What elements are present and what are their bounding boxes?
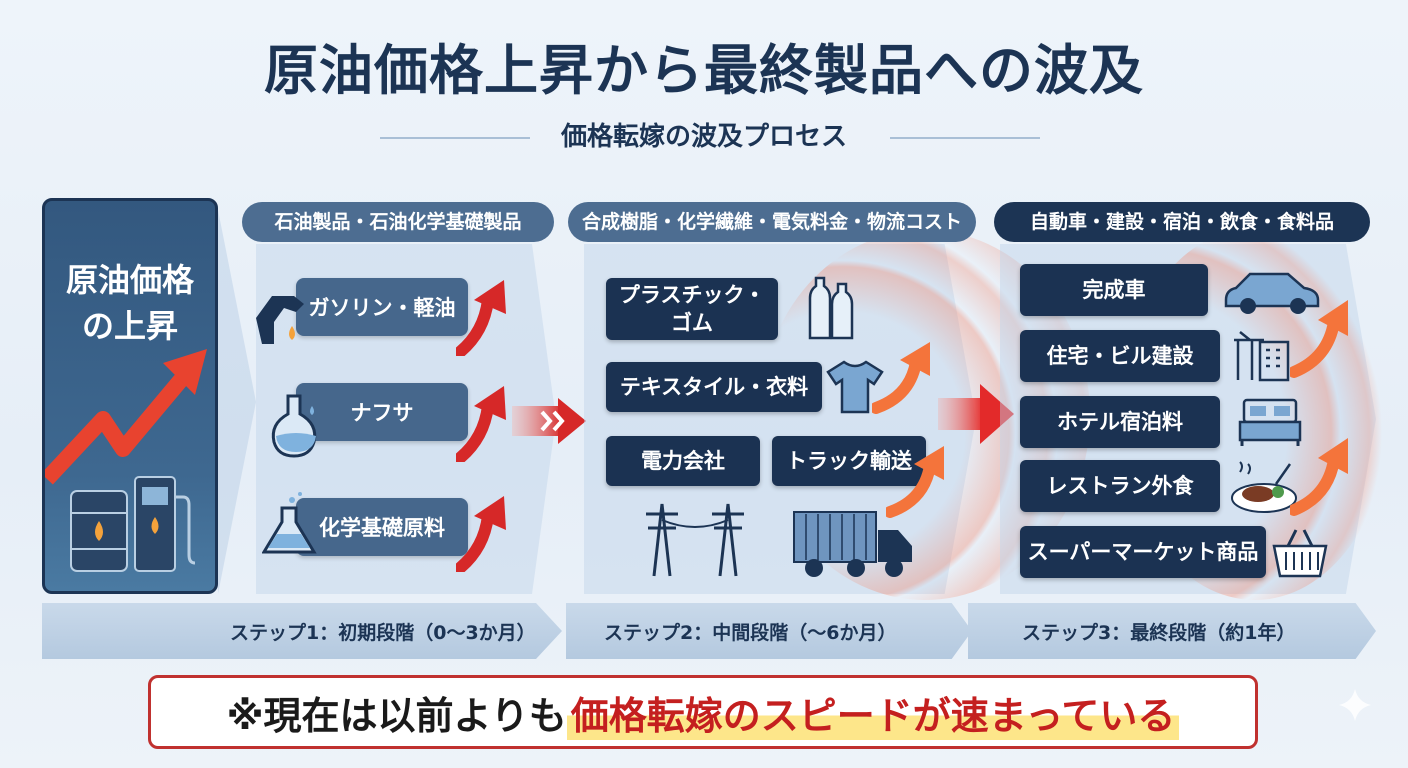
step3-label: ステップ3：最終段階（約1年）: [1022, 622, 1296, 644]
building-icon: [1234, 331, 1290, 382]
sparkle-icon: [1339, 689, 1371, 721]
connector-arrow-2: [938, 384, 1014, 444]
truck-icon: [793, 511, 912, 577]
basket-icon: [1272, 529, 1328, 578]
oil-barrel-icon: [70, 490, 128, 572]
page-subtitle: 価格転嫁の波及プロセス: [560, 122, 847, 152]
bottles-icon: [808, 276, 854, 340]
stage2-item-truck: トラック輸送: [772, 436, 926, 486]
banner-prefix: ※現在は以前よりも: [226, 693, 567, 738]
stage1-up-arrow-1: [456, 280, 506, 356]
stage2-category: 合成樹脂・化学繊維・電気料金・物流コスト: [568, 202, 976, 242]
bed-icon: [1238, 398, 1302, 446]
stage2-item-power: 電力会社: [606, 436, 760, 486]
car-icon: [1224, 272, 1320, 314]
flask-icon: [271, 394, 317, 458]
stage2-up-arrow-2: [886, 446, 944, 518]
stage1-item-naphtha: ナフサ: [296, 383, 468, 441]
dish-icon: [1231, 461, 1297, 513]
origin-illustration: [45, 349, 207, 572]
step3-bar: [968, 603, 1376, 659]
connector-arrow-1: [512, 398, 586, 444]
origin-title: 原油価格 の上昇: [45, 257, 215, 349]
origin-title-line1: 原油価格: [65, 261, 194, 299]
trend-up-arrow-icon: [45, 349, 207, 485]
stage2-item-plastic: プラスチック・ ゴム: [606, 278, 778, 340]
stage3-up-arrow-1: [1290, 300, 1348, 378]
conclusion-banner: ※現在は以前よりも 価格転嫁のスピードが速まっている: [148, 675, 1258, 749]
fuel-pump-icon: [134, 476, 196, 572]
subtitle-rule-right: [890, 137, 1040, 139]
stage3-item-building: 住宅・ビル建設: [1020, 330, 1220, 382]
stage3-item-hotel: ホテル宿泊料: [1020, 396, 1220, 448]
stage2-up-arrow-1: [872, 342, 930, 414]
stage2-item-plastic-line2: ゴム: [671, 311, 713, 335]
stage3-item-restaurant: レストラン外食: [1020, 460, 1220, 512]
stage3-item-car: 完成車: [1020, 264, 1208, 316]
lab-flask-icon: [262, 492, 317, 554]
stage1-item-gasoline: ガソリン・軽油: [296, 278, 468, 336]
stage1-up-arrow-2: [456, 386, 506, 462]
origin-title-line2: の上昇: [81, 307, 178, 345]
stage1-category: 石油製品・石油化学基礎製品: [242, 202, 554, 242]
origin-box: 原油価格 の上昇: [42, 198, 218, 594]
page-title: 原油価格上昇から最終製品への波及: [264, 39, 1144, 102]
power-pylon-icon: [646, 503, 744, 577]
tshirt-icon: [826, 360, 884, 414]
step1-label: ステップ1：初期段階（0〜3か月）: [230, 622, 536, 644]
stage3-up-arrow-2: [1290, 438, 1348, 516]
stage1-item-chemical: 化学基礎原料: [296, 498, 468, 556]
step2-label: ステップ2：中間段階（〜6か月）: [604, 622, 897, 644]
subtitle-rule-left: [380, 137, 530, 139]
stage2-item-textile: テキスタイル・衣料: [606, 362, 822, 412]
step1-bar: [42, 603, 562, 659]
step2-bar: [566, 603, 972, 659]
banner-highlight: 価格転嫁のスピードが速まっている: [566, 684, 1180, 740]
gas-nozzle-icon: [256, 296, 304, 344]
origin-chevron: [218, 210, 256, 594]
stage3-category: 自動車・建設・宿泊・飲食・食料品: [994, 202, 1370, 242]
stage2-item-plastic-line1: プラスチック・: [618, 283, 766, 307]
stage1-up-arrow-3: [456, 496, 506, 572]
stage3-item-supermarket: スーパーマーケット商品: [1020, 526, 1266, 578]
